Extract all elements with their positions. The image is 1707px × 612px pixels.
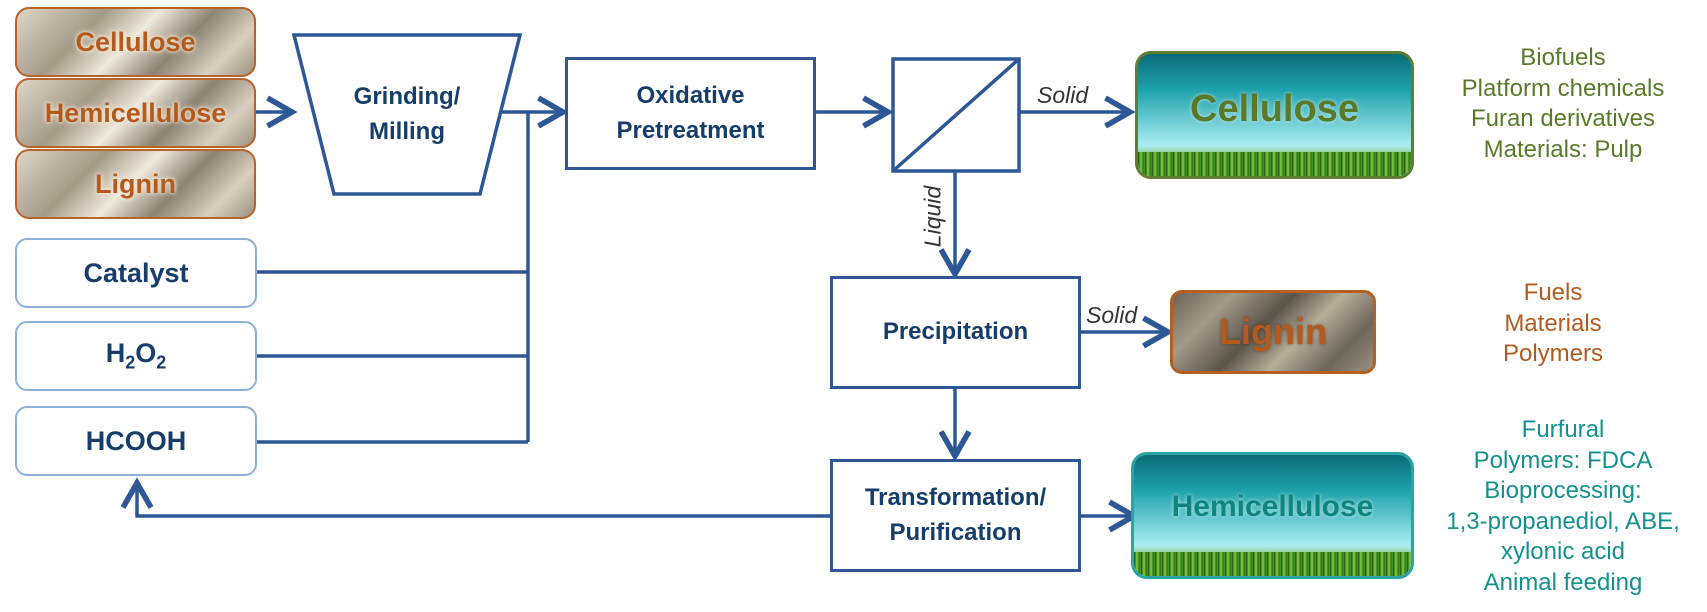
- input-h2o2-label: H2O2: [105, 338, 167, 373]
- feedstock-lignin: Lignin: [15, 149, 256, 219]
- use-item: Materials: [1504, 309, 1602, 337]
- use-item: Furfural: [1521, 416, 1605, 443]
- solid-label-top: Solid: [1037, 82, 1089, 108]
- oxidative-pretreatment-box: Oxidative Pretreatment: [565, 57, 816, 170]
- product-hemicellulose: Hemicellulose: [1131, 452, 1414, 579]
- input-hcooh-label: HCOOH: [85, 425, 187, 456]
- use-item: Animal feeding: [1483, 568, 1643, 596]
- cellulose-uses-list: Biofuels Platform chemicals Furan deriva…: [1418, 43, 1707, 165]
- feedstock-cellulose: Cellulose: [15, 7, 256, 77]
- input-catalyst-label: Catalyst: [83, 257, 189, 288]
- solid-label-mid: Solid: [1086, 302, 1138, 328]
- use-item: xylonic acid: [1500, 538, 1626, 565]
- liquid-label: Liquid: [919, 185, 946, 248]
- product-cellulose: Cellulose: [1135, 51, 1414, 179]
- hemicellulose-uses-list: Furfural Polymers: FDCA Bioprocessing: 1…: [1418, 415, 1707, 598]
- feedstock-hemicellulose: Hemicellulose: [15, 78, 256, 148]
- grinding-milling-label: Grinding/ Milling: [353, 83, 461, 145]
- use-item: Polymers: FDCA: [1473, 446, 1653, 474]
- use-item: Bioprocessing:: [1484, 477, 1642, 504]
- transformation-purification-box: Transformation/ Purification: [830, 459, 1081, 572]
- feedstock-cellulose-label: Cellulose: [75, 26, 196, 57]
- product-lignin-label: Lignin: [1219, 311, 1327, 352]
- use-item: Furan derivatives: [1470, 105, 1656, 132]
- use-item: Biofuels: [1520, 44, 1606, 71]
- use-item: Fuels: [1523, 279, 1583, 306]
- input-catalyst: Catalyst: [15, 238, 257, 308]
- precipitation-box: Precipitation: [830, 276, 1081, 389]
- use-item: 1,3-propanediol, ABE,: [1446, 507, 1680, 535]
- feedstock-lignin-label: Lignin: [95, 168, 176, 199]
- grinding-milling-shape: [291, 33, 523, 196]
- separator-filter: [891, 57, 1021, 173]
- product-lignin: Lignin: [1170, 290, 1376, 374]
- input-h2o2: H2O2: [15, 321, 257, 391]
- product-hemicellulose-label: Hemicellulose: [1171, 489, 1374, 523]
- arrow-recycle-to-hcooh: [120, 477, 832, 518]
- use-item: Polymers: [1502, 340, 1604, 367]
- use-item: Materials: Pulp: [1483, 135, 1643, 163]
- input-hcooh: HCOOH: [15, 406, 257, 476]
- lignin-uses-list: Fuels Materials Polymers: [1418, 278, 1688, 370]
- product-cellulose-label: Cellulose: [1190, 87, 1359, 130]
- use-item: Platform chemicals: [1461, 74, 1665, 102]
- feedstock-hemicellulose-label: Hemicellulose: [44, 97, 227, 128]
